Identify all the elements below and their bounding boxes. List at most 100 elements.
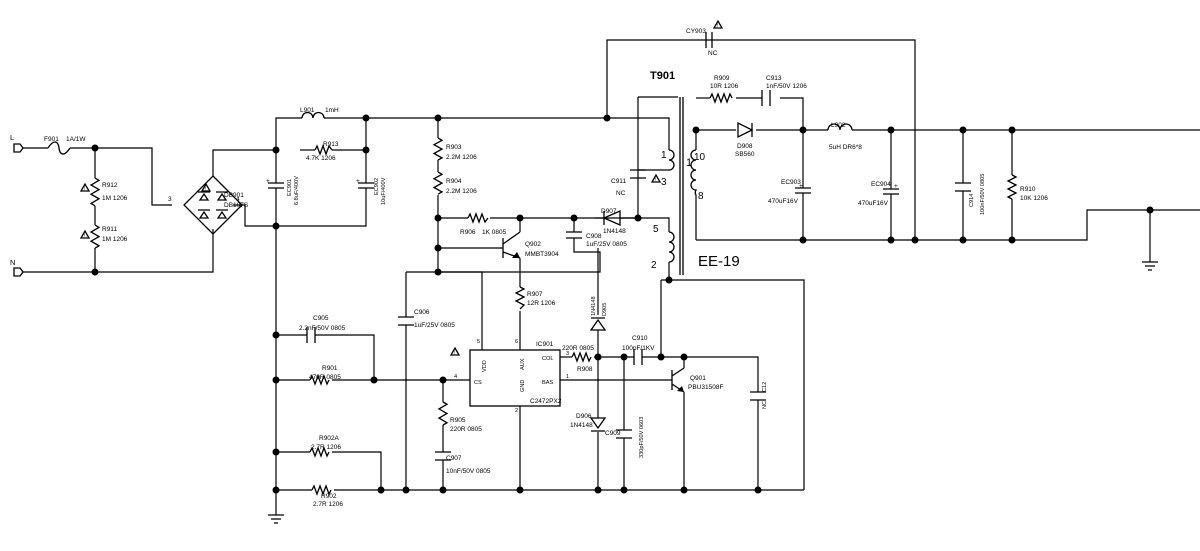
capacitor-ec904-symbol [883, 181, 899, 197]
f901-value: 1A/1W [66, 136, 86, 143]
t901-pin-5: 5 [653, 224, 659, 235]
r902a-ref: R902A [319, 435, 340, 442]
capacitor-ec903-symbol [795, 180, 811, 196]
warning-icons [79, 19, 724, 356]
r904-value: 2.2M 1206 [446, 188, 477, 195]
r903-value: 2.2M 1206 [446, 154, 477, 161]
ec902-polarity: + [356, 178, 360, 185]
resistor-r910-symbol [1006, 174, 1018, 200]
capacitor-c907-symbol [435, 451, 451, 475]
d907-value: 1N4148 [603, 228, 626, 235]
resistor-r913-symbol [314, 144, 333, 156]
ic901-pin-num-2: 2 [515, 408, 518, 414]
r912-ref: R912 [102, 182, 118, 189]
c905-ref: C905 [313, 315, 329, 322]
warning-mark: ! [84, 186, 86, 192]
q901-value: PBU31508F [688, 384, 723, 391]
resistor-r908-symbol [571, 351, 592, 363]
warning-mark: ! [655, 177, 657, 183]
c914-value: 100nF/50V 0805 [980, 174, 986, 215]
r912-value: 1M 1206 [102, 195, 128, 202]
q902-value: MMBT3904 [525, 251, 559, 258]
c12-ref: C12 [762, 382, 768, 392]
resistor-r904-symbol [432, 171, 444, 195]
d905-value: 1N4148 [591, 296, 597, 316]
c907-value: 10nF/50V 0805 [446, 468, 491, 475]
bridge-pin-4: 4 [236, 196, 240, 203]
r907-ref: R907 [527, 291, 543, 298]
r902-value: 2.7R 1206 [313, 501, 343, 508]
resistor-r911-symbol [89, 224, 101, 249]
resistor-r902a-symbol [309, 446, 330, 458]
c906-value: 1uF/25V 0805 [414, 322, 455, 329]
warning-mark: ! [205, 186, 207, 192]
r913-ref: R913 [323, 141, 339, 148]
cy903-value: NC [708, 50, 718, 57]
t901-pin-1: 1 [661, 150, 667, 161]
ec901-polarity: + [266, 178, 270, 185]
r901-ref: R901 [322, 365, 338, 372]
d906-value: 1N4148 [570, 422, 593, 429]
r911-value: 1M 1206 [102, 236, 128, 243]
bridge-rectifier-symbol [183, 175, 243, 235]
db901-value: DB107S [224, 202, 249, 209]
resistor-r903-symbol [432, 137, 444, 161]
q902-ref: Q902 [525, 241, 541, 248]
d905-ref: D905 [602, 303, 608, 316]
ic901-pin-cs: CS [474, 380, 482, 386]
diode-d906-symbol [589, 417, 607, 432]
resistor-r907-symbol [514, 286, 526, 310]
ec901-ref: EC901 [287, 179, 293, 196]
warning-mark: ! [454, 350, 456, 356]
c907-ref: C907 [446, 455, 462, 462]
wires [22, 39, 1200, 524]
d908-ref: D908 [737, 143, 753, 150]
capacitor-c905-symbol [306, 327, 316, 343]
db901-ref: DB901 [224, 192, 244, 199]
r913-value: 4.7K 1206 [306, 155, 336, 162]
net-label-l: L [10, 133, 14, 142]
c909-value: 330pF/50V 0603 [639, 417, 645, 458]
r906-ref: R906 [460, 229, 476, 236]
resistor-r901-symbol [309, 374, 330, 386]
t901-pin-10: 10 [694, 152, 706, 163]
c905-value: 2.2nF/50V 0805 [299, 325, 346, 332]
r905-value: 220R 0805 [450, 426, 482, 433]
capacitor-c910-symbol [633, 349, 643, 365]
r908-ref: R908 [577, 366, 593, 373]
t901-pin-3: 3 [661, 177, 667, 188]
l901-value: 1mH [325, 107, 339, 114]
ic901-pin-col: COL [542, 356, 554, 362]
c909-ref: C909 [605, 430, 621, 437]
ec904-value: 470uF16V [858, 200, 889, 207]
r907-value: 12R 1206 [527, 300, 556, 307]
c906-ref: C906 [414, 309, 430, 316]
capacitor-ec901-symbol [268, 178, 284, 194]
diode-d907-symbol [602, 210, 621, 226]
t901-sec-pin-1: 1 [686, 157, 692, 169]
net-label-n: N [10, 258, 15, 267]
resistor-r902-symbol [311, 484, 332, 496]
r910-ref: R910 [1020, 186, 1036, 193]
capacitor-cy903-symbol [705, 32, 713, 48]
r905-ref: R905 [450, 417, 466, 424]
ec902-value: 10uF/400V [381, 177, 387, 205]
r903-ref: R903 [446, 144, 462, 151]
diode-d908-symbol [737, 121, 754, 139]
transistor-q901-symbol [671, 367, 685, 393]
c913-value: 1nF/50V 1206 [766, 83, 807, 90]
inductor-l901-symbol [301, 111, 325, 119]
cy903-ref: CY903 [686, 28, 706, 35]
d907-ref: D907 [601, 208, 617, 215]
component-symbols [13, 19, 1018, 496]
ic901-value: C2472PX2 [530, 398, 562, 405]
ic901-pin-num-5: 5 [477, 339, 480, 345]
terminal-l-icon [13, 143, 24, 153]
ic901-pin-gnd: GND [520, 380, 526, 392]
r908-value: 220R 0805 [562, 345, 594, 352]
labels: L N F901 1A/1W R912 1M 1206 R911 1M 1206… [10, 23, 1048, 508]
ec903-ref: EC903 [781, 179, 801, 186]
c910-ref: C910 [632, 335, 648, 342]
r902a-value: 2.7R 1206 [311, 444, 341, 451]
